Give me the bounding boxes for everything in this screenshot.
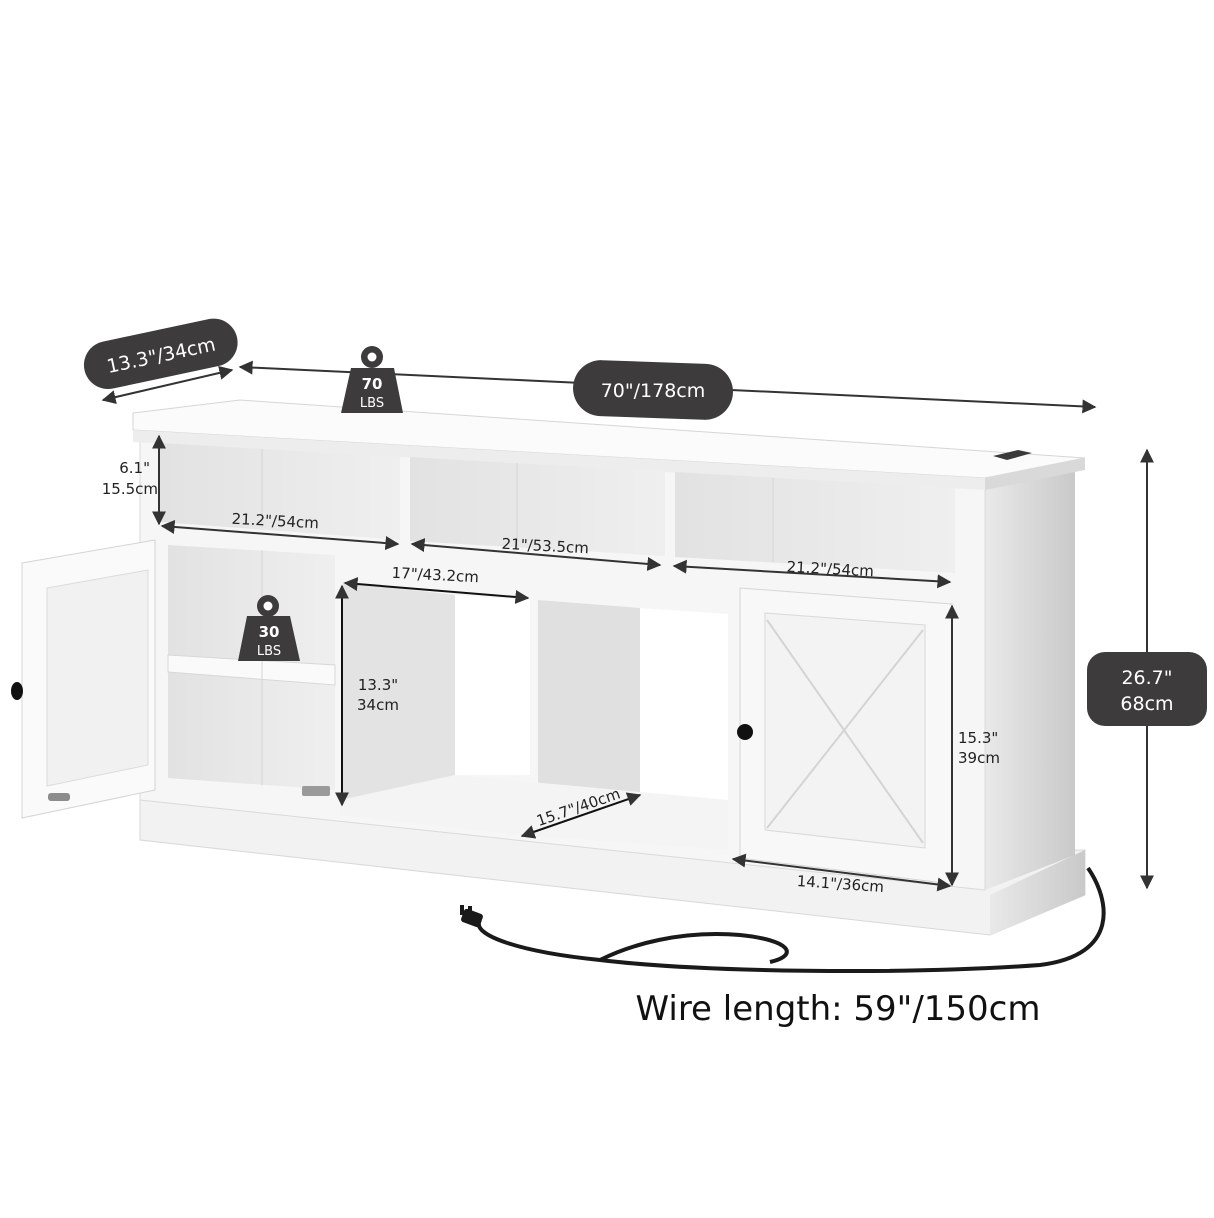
svg-text:6.1": 6.1" <box>119 459 150 477</box>
top-cubby-right <box>675 472 955 573</box>
power-cord <box>460 866 1106 974</box>
plug-icon <box>460 905 483 928</box>
base-plinth-side <box>990 850 1085 935</box>
svg-text:68cm: 68cm <box>1120 693 1173 715</box>
width-pill: 70"/178cm <box>573 360 733 420</box>
left-cubby-width-line <box>160 519 400 551</box>
door-knob-icon[interactable] <box>11 682 23 700</box>
svg-text:17"/43.2cm: 17"/43.2cm <box>391 564 479 587</box>
door-catch-plate <box>48 793 70 801</box>
top-slab-front-edge <box>133 430 985 490</box>
tv-stand-body <box>11 399 1086 936</box>
shelf-weight-capacity-icon: 30 LBS <box>238 595 300 661</box>
open-bay-opening-left <box>455 595 530 775</box>
top-slab-right-edge <box>985 458 1085 490</box>
svg-text:LBS: LBS <box>360 396 384 411</box>
open-bay-center-divider <box>538 600 640 830</box>
open-bay-depth-line <box>520 792 642 839</box>
top-cubby-middle <box>410 457 665 556</box>
open-bay-left-divider <box>343 582 455 802</box>
left-cabinet-door[interactable] <box>11 539 156 819</box>
svg-text:26.7": 26.7" <box>1121 667 1172 689</box>
svg-text:LBS: LBS <box>257 644 281 659</box>
depth-dimension-line <box>101 366 234 404</box>
svg-text:15.5cm: 15.5cm <box>102 480 158 498</box>
svg-text:13.3": 13.3" <box>358 676 398 694</box>
right-side-panel <box>985 462 1075 890</box>
door-knob-icon[interactable] <box>737 724 753 740</box>
svg-text:21.2"/54cm: 21.2"/54cm <box>786 558 874 581</box>
top-weight-capacity-icon: 70 LBS <box>341 346 403 413</box>
right-cubby-width-line <box>672 559 952 589</box>
cabinet-width-line <box>731 853 952 892</box>
svg-text:30: 30 <box>259 623 280 641</box>
right-cabinet-door[interactable] <box>737 587 953 885</box>
open-bay-opening-right <box>640 608 728 800</box>
open-bay-width-line <box>343 577 530 604</box>
svg-text:70"/178cm: 70"/178cm <box>601 380 706 402</box>
svg-text:21.2"/54cm: 21.2"/54cm <box>231 510 319 533</box>
svg-text:39cm: 39cm <box>958 749 1000 767</box>
depth-pill: 13.3"/34cm <box>83 318 238 390</box>
magnetic-catch <box>302 786 330 796</box>
svg-text:34cm: 34cm <box>357 696 399 714</box>
height-pill: 26.7" 68cm <box>1087 652 1207 726</box>
power-strip <box>993 450 1032 460</box>
svg-text:21"/53.5cm: 21"/53.5cm <box>501 535 589 558</box>
svg-text:15.3": 15.3" <box>958 729 998 747</box>
top-cubby-left <box>160 443 400 540</box>
svg-text:70: 70 <box>362 375 383 393</box>
middle-cubby-width-line <box>410 538 662 571</box>
wire-length-label: Wire length: 59"/150cm <box>636 989 1041 1029</box>
